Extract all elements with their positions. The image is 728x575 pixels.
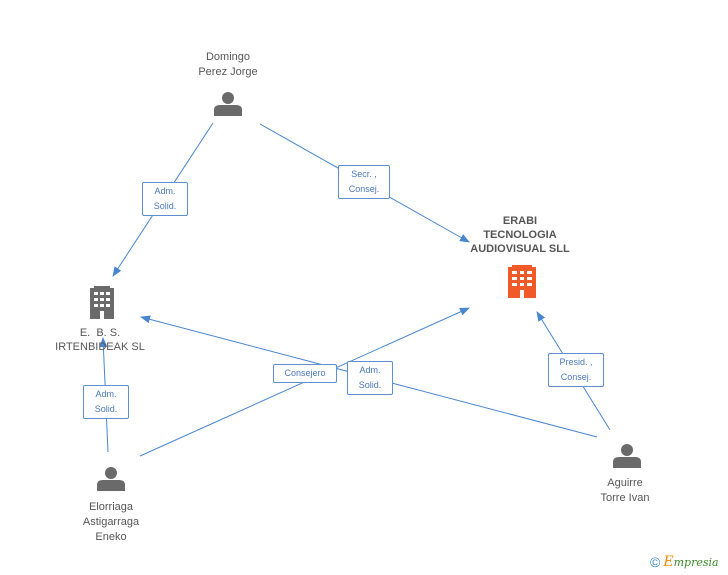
company-label-ebs: E. B. S. IRTENBIDEAK SL	[40, 326, 160, 354]
person-label-elorriaga: Elorriaga Astigarraga Eneko	[61, 500, 161, 545]
relation-label-elorriaga-ebs: Adm. Solid.	[83, 385, 129, 419]
label-line: Perez Jorge	[198, 66, 258, 78]
relation-line: Consej.	[560, 372, 592, 382]
relation-line: Adm.	[95, 389, 117, 399]
company-label-erabi: ERABI TECNOLOGIA AUDIOVISUAL SLL	[455, 214, 585, 256]
brand-rest: mpresia	[673, 556, 719, 569]
relation-line: Solid.	[153, 201, 177, 211]
label-line: E. B. S.	[79, 327, 121, 339]
relation-line: Solid.	[94, 404, 118, 414]
label-line: AUDIOVISUAL SLL	[470, 243, 570, 255]
person-icon	[214, 92, 242, 116]
relation-line: Adm.	[359, 365, 381, 375]
brand-logo: Empresia	[663, 554, 719, 570]
relation-label-aguirre-ebs: Adm. Solid.	[347, 361, 393, 395]
label-line: Astigarraga	[82, 516, 140, 528]
relation-line: Solid.	[358, 380, 382, 390]
relation-line: Consej.	[348, 184, 380, 194]
label-line: IRTENBIDEAK SL	[55, 341, 145, 353]
relation-line: Secr. ,	[351, 169, 377, 179]
label-line: Elorriaga	[88, 501, 134, 513]
label-line: Aguirre	[607, 477, 643, 489]
person-icon	[613, 444, 641, 468]
relation-label-elorriaga-erabi: Consejero	[273, 364, 337, 383]
brand-initial: E	[663, 554, 674, 570]
person-label-domingo: Domingo Perez Jorge	[178, 50, 278, 80]
label-line: Torre Ivan	[600, 492, 650, 504]
label-line: ERABI	[502, 215, 538, 227]
relation-label-domingo-ebs: Adm. Solid.	[142, 182, 188, 216]
label-line: Domingo	[205, 51, 251, 63]
label-line: TECNOLOGIA	[483, 229, 557, 241]
relation-label-aguirre-erabi: Presid. , Consej.	[548, 353, 604, 387]
relation-label-domingo-erabi: Secr. , Consej.	[338, 165, 390, 199]
relation-line: Consejero	[284, 368, 326, 378]
relation-line: Adm.	[154, 186, 176, 196]
building-icon	[90, 286, 114, 319]
building-icon	[508, 265, 536, 298]
person-icon	[97, 467, 125, 491]
person-label-aguirre: Aguirre Torre Ivan	[575, 476, 675, 506]
label-line: Eneko	[95, 531, 127, 543]
empresia-watermark: © Empresia	[650, 554, 719, 570]
copyright-symbol: ©	[650, 554, 661, 570]
relation-line: Presid. ,	[559, 357, 593, 367]
